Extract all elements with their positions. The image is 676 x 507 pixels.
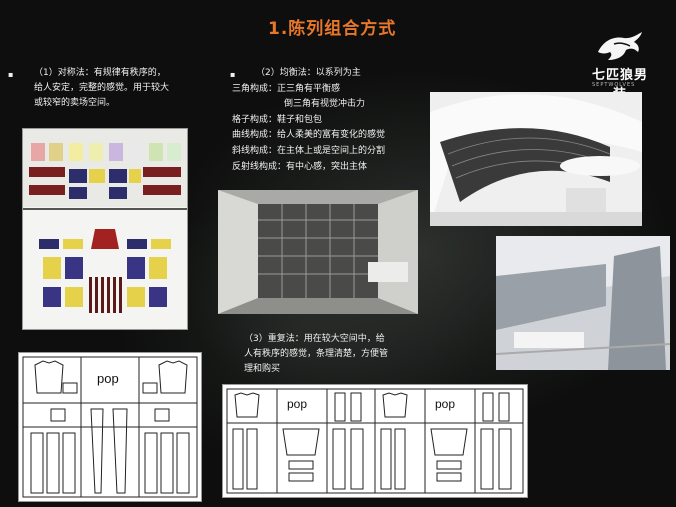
brand-english: SEPTWOLVES [592, 82, 636, 88]
section2-line-2: 三角构成：正三角有平衡感 [232, 84, 341, 94]
bullet-icon: ▪ [230, 70, 236, 79]
bullet-icon: ▪ [8, 70, 14, 79]
grid-shelf-store-photo [218, 190, 418, 314]
repeat-layout-diagram: pop pop [222, 384, 528, 498]
brand-logo: 七匹狼男装 [588, 30, 652, 102]
section1-line-1: （1）对称法：有规律有秩序的， [34, 68, 166, 78]
section2-line-1: （2）均衡法：以系列为主 [256, 68, 361, 78]
section3-line-1: （3）重复法：用在较大空间中，给 [244, 334, 385, 344]
section2-line-6: 斜线构成：在主体上或是空间上的分割 [232, 146, 386, 156]
symmetric-layout-diagram: pop [18, 352, 202, 502]
section2-line-4: 格子构成：鞋子和包包 [232, 115, 323, 125]
pop-label-right-2: pop [435, 397, 456, 411]
pop-label-right-1: pop [287, 397, 308, 411]
section1-line-3: 或较窄的卖场空间。 [34, 98, 116, 108]
section2-line-7: 反射线构成：有中心感，突出主体 [232, 162, 368, 172]
section3-line-3: 理和购买 [244, 364, 281, 374]
section2-line-3: 倒三角有视觉冲击力 [284, 99, 366, 109]
diagonal-store-photo [496, 236, 670, 370]
section2-line-5: 曲线构成：给人柔美的富有变化的感觉 [232, 130, 386, 140]
wolf-icon [598, 32, 642, 60]
curved-wall-store-photo [430, 92, 642, 226]
page-title: 1.陈列组合方式 [268, 19, 397, 39]
symmetric-display-photo [22, 128, 188, 330]
section3-line-2: 人有秩序的感觉，条理清楚，方便管 [244, 349, 389, 359]
section1-line-2: 给人安定，完整的感觉。用于较大 [34, 83, 170, 93]
pop-label-left: pop [97, 371, 119, 386]
